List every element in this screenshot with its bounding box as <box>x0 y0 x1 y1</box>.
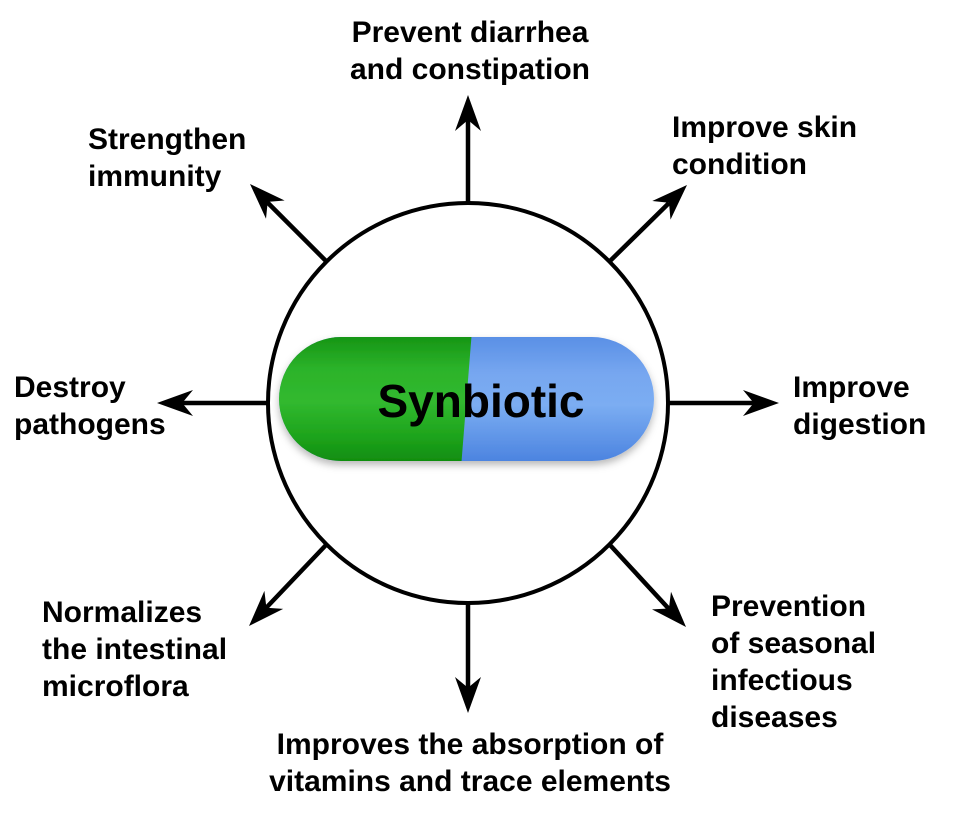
arrow-group <box>157 95 779 713</box>
arrow-bottom-left-head <box>249 590 284 626</box>
benefit-label-line: condition <box>672 148 807 181</box>
benefit-label-top: Prevent diarrhea and constipation <box>350 14 590 88</box>
benefit-label-line: infectious <box>711 664 853 697</box>
arrow-bottom-head <box>455 677 481 713</box>
capsule-left-half <box>279 337 472 461</box>
benefit-label-bottom-left: Normalizes the intestinal microflora <box>42 594 227 705</box>
arrow-bottom-right-head <box>652 591 686 627</box>
benefit-label-line: Improves the absorption of <box>276 728 664 761</box>
benefit-label-line: the intestinal <box>42 633 228 666</box>
center-capsule-label: Synbiotic <box>377 375 585 427</box>
benefit-label-line: vitamins and trace elements <box>269 765 671 798</box>
benefit-label-top-right: Improve skin condition <box>672 109 857 183</box>
arrow-top-right-head <box>652 185 687 220</box>
arrow-top-left-head <box>250 184 285 219</box>
benefit-label-line: Improve <box>793 371 910 404</box>
benefit-label-bottom: Improves the absorption of vitamins and … <box>269 726 671 800</box>
arrow-right-head <box>743 390 779 416</box>
benefit-label-line: Improve skin <box>672 111 858 144</box>
benefit-label-line: pathogens <box>14 408 166 441</box>
benefit-label-line: digestion <box>793 408 927 441</box>
arrow-top-left-shaft <box>265 200 328 263</box>
benefit-label-line: Prevent diarrhea <box>351 16 589 49</box>
benefit-label-line: Strengthen <box>88 123 247 156</box>
benefit-label-line: immunity <box>88 160 222 193</box>
benefit-label-right: Improve digestion <box>793 369 926 443</box>
arrow-bottom-left-shaft <box>264 543 328 610</box>
benefit-label-line: of seasonal <box>711 627 877 660</box>
benefit-label-line: Normalizes <box>42 596 203 629</box>
benefit-label-bottom-right: Prevention of seasonal infectious diseas… <box>711 588 876 736</box>
synbiotic-capsule <box>279 337 654 461</box>
arrow-bottom-right-shaft <box>608 543 671 611</box>
benefit-label-line: diseases <box>711 701 838 734</box>
arrow-left-head <box>157 390 193 416</box>
benefit-label-line: Destroy <box>14 371 126 404</box>
arrow-top-head <box>455 95 481 131</box>
benefit-label-top-left: Strengthen immunity <box>88 121 246 195</box>
benefit-label-left: Destroy pathogens <box>14 369 166 443</box>
benefit-label-line: microflora <box>42 670 189 703</box>
benefit-label-line: Prevention <box>711 590 867 623</box>
arrow-top-right-shaft <box>608 201 671 263</box>
benefit-label-line: and constipation <box>350 53 590 86</box>
